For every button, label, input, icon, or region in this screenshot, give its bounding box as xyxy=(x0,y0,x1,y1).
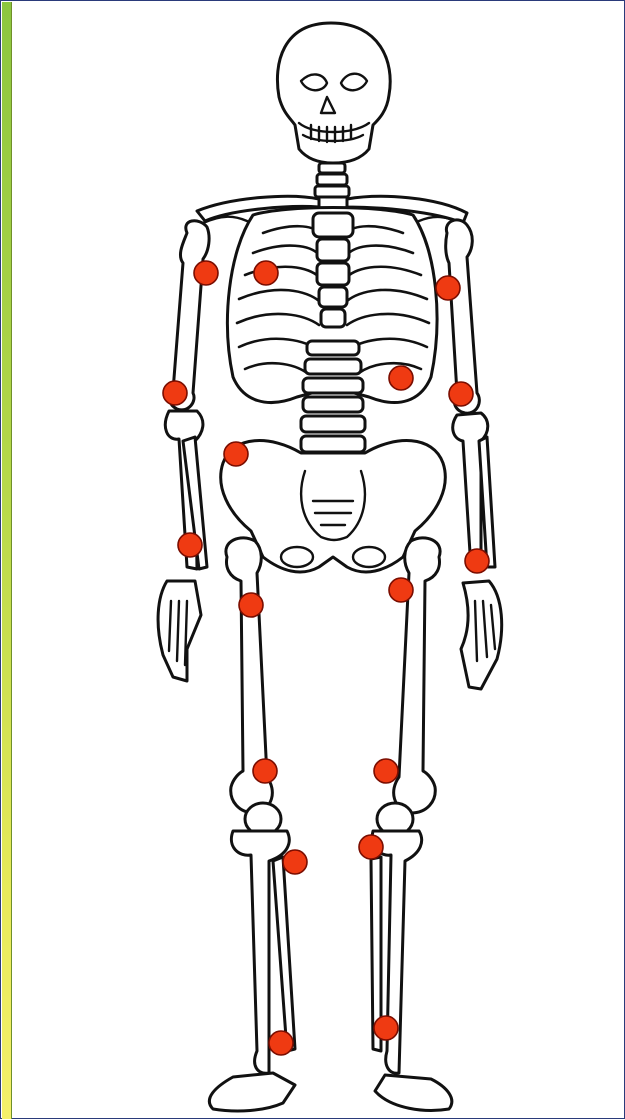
joint-marker xyxy=(374,759,398,783)
joint-marker xyxy=(239,593,263,617)
joint-marker xyxy=(359,835,383,859)
right-leg xyxy=(209,538,295,1111)
joint-marker xyxy=(465,549,489,573)
joint-marker xyxy=(178,533,202,557)
lumbar-spine xyxy=(301,341,365,452)
joint-marker xyxy=(436,276,460,300)
joint-marker xyxy=(163,381,187,405)
joint-marker xyxy=(283,850,307,874)
cervical-spine xyxy=(315,163,349,197)
joint-marker xyxy=(449,382,473,406)
joint-marker xyxy=(224,442,248,466)
right-arm xyxy=(158,221,209,681)
joint-marker xyxy=(374,1016,398,1040)
joint-marker xyxy=(254,261,278,285)
joint-marker xyxy=(389,578,413,602)
skull xyxy=(277,23,390,163)
joint-marker xyxy=(253,759,277,783)
skeleton xyxy=(158,23,502,1111)
joint-marker xyxy=(194,261,218,285)
joint-marker xyxy=(389,366,413,390)
joint-marker xyxy=(269,1031,293,1055)
